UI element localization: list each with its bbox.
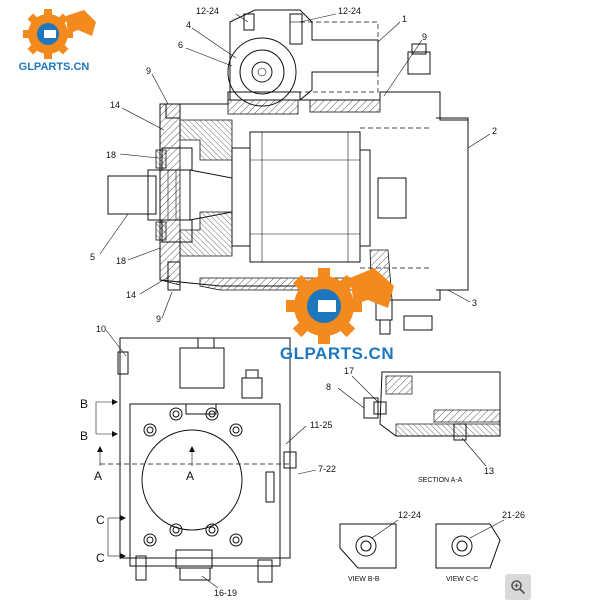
marker-a-right: A: [186, 469, 194, 483]
watermark-text-top-left: GLPARTS.CN: [18, 61, 90, 73]
callout-14-top: 14: [110, 100, 120, 110]
watermark-logo-center: GLPARTS.CN: [262, 264, 412, 374]
callout-1: 1: [402, 14, 407, 24]
callout-12-24-b: 12-24: [338, 6, 361, 16]
callouts: 12-24 12-24 1 4 6 9 9 14 2 18 5 18 14 3 …: [90, 6, 525, 598]
callout-9-bottom: 9: [156, 314, 161, 324]
callout-13: 13: [484, 466, 494, 476]
marker-a-left: A: [94, 469, 102, 483]
callout-17: 17: [344, 366, 354, 376]
view-c-c: [435, 519, 505, 569]
callout-16-19: 16-19: [214, 588, 237, 598]
watermark-text-center: GLPARTS.CN: [279, 344, 395, 363]
callout-5: 5: [90, 252, 95, 262]
sectional-view: [107, 9, 469, 335]
callout-12-24-a: 12-24: [196, 6, 219, 16]
callout-21-26: 21-26: [502, 510, 525, 520]
marker-c-top: C: [96, 513, 105, 527]
callout-9-left-top: 9: [146, 66, 151, 76]
callout-7-22: 7-22: [318, 464, 336, 474]
zoom-in-button[interactable]: [505, 574, 531, 600]
section-markers: B B A A C C: [80, 397, 194, 565]
caption-view-c-c: VIEW C-C: [446, 576, 478, 583]
marker-c-bottom: C: [96, 551, 105, 565]
callout-11-25: 11-25: [310, 420, 332, 430]
callout-10: 10: [96, 324, 106, 334]
view-b-b: [339, 519, 399, 569]
zoom-in-icon: [511, 580, 526, 595]
gear-logo-icon: [286, 268, 394, 344]
callout-8: 8: [326, 382, 331, 392]
leader-lines-top: [99, 13, 491, 319]
leader-lines-front: [105, 329, 317, 589]
callout-6: 6: [178, 40, 183, 50]
watermark-logo-top-left: GLPARTS.CN: [8, 6, 100, 78]
front-view: [95, 337, 297, 583]
captions: SECTION A-A VIEW B-B VIEW C-C: [348, 477, 478, 583]
callout-14-bottom: 14: [126, 290, 136, 300]
callout-18-top: 18: [106, 150, 116, 160]
marker-b-bottom: B: [80, 429, 88, 443]
section-a-a: [337, 371, 501, 467]
callout-12-24-c: 12-24: [398, 510, 421, 520]
marker-b-top: B: [80, 397, 88, 411]
callout-2: 2: [492, 126, 497, 136]
callout-18-bottom: 18: [116, 256, 126, 266]
caption-section-a-a: SECTION A-A: [418, 477, 463, 484]
caption-view-b-b: VIEW B-B: [348, 576, 380, 583]
callout-4: 4: [186, 20, 191, 30]
callout-9-top-right: 9: [422, 32, 427, 42]
gear-logo-icon: [23, 9, 96, 59]
callout-3: 3: [472, 298, 477, 308]
